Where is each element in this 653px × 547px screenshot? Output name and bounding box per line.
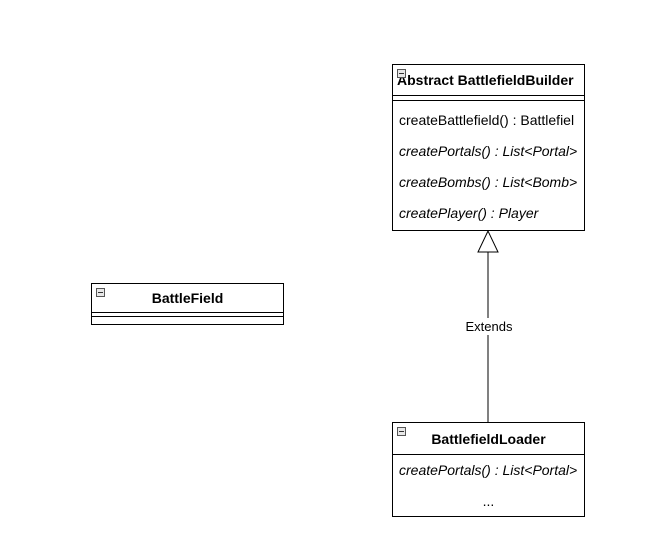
collapse-icon[interactable] xyxy=(397,427,406,436)
divider xyxy=(92,312,283,313)
class-battlefield-loader[interactable]: BattlefieldLoader createPortals() : List… xyxy=(392,422,585,517)
methods-section: createBattlefield() : Battlefiel createP… xyxy=(393,101,584,229)
generalization-arrowhead-icon xyxy=(477,229,499,253)
method-ellipsis[interactable]: ... xyxy=(482,493,495,509)
class-header[interactable]: BattlefieldLoader xyxy=(393,423,584,454)
method-create-battlefield[interactable]: createBattlefield() : Battlefiel xyxy=(399,112,575,128)
class-header[interactable]: Abstract BattlefieldBuilder xyxy=(393,65,584,95)
divider xyxy=(92,316,283,317)
collapse-icon[interactable] xyxy=(96,288,105,297)
class-abstract-battlefield-builder[interactable]: Abstract BattlefieldBuilder createBattle… xyxy=(392,64,585,231)
divider xyxy=(393,454,584,455)
method-create-portals[interactable]: createPortals() : List<Portal> xyxy=(399,462,578,478)
method-create-bombs[interactable]: createBombs() : List<Bomb> xyxy=(399,174,578,190)
methods-section: createPortals() : List<Portal> ... xyxy=(393,455,584,516)
divider xyxy=(393,95,584,96)
method-create-player[interactable]: createPlayer() : Player xyxy=(399,205,539,221)
method-create-portals[interactable]: createPortals() : List<Portal> xyxy=(399,143,578,159)
class-battlefield[interactable]: BattleField xyxy=(91,283,284,325)
class-header[interactable]: BattleField xyxy=(92,284,283,312)
collapse-icon[interactable] xyxy=(397,69,406,78)
class-name: BattleField xyxy=(151,290,224,306)
divider xyxy=(393,100,584,101)
class-name: BattlefieldLoader xyxy=(431,430,546,447)
class-name: Abstract BattlefieldBuilder xyxy=(397,72,574,88)
extends-label[interactable]: Extends xyxy=(458,318,520,335)
